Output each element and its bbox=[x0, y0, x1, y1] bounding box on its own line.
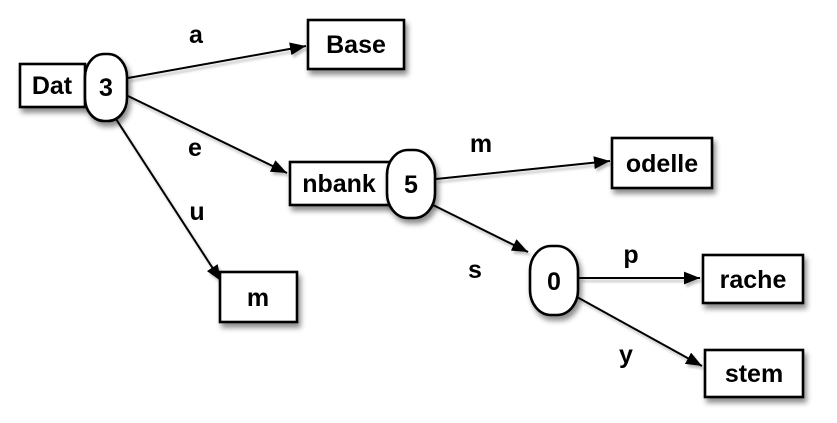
node-nbank: nbank 5 bbox=[288, 148, 437, 220]
node-dat: Dat 3 bbox=[18, 52, 129, 123]
edge-p-label: p bbox=[623, 241, 638, 269]
edge-s-label: s bbox=[468, 256, 482, 284]
node-odelle-box bbox=[610, 136, 714, 190]
node-m-box bbox=[218, 270, 299, 324]
node-zero-badge-label: 0 bbox=[547, 268, 561, 296]
node-odelle-label: odelle bbox=[626, 150, 698, 178]
edge-m-line bbox=[435, 156, 611, 180]
node-nbank-badge bbox=[385, 148, 437, 220]
node-nbank-badge-label: 5 bbox=[404, 171, 418, 199]
edge-y-line bbox=[576, 296, 703, 367]
node-rache-box bbox=[701, 253, 805, 305]
node-rache: rache bbox=[701, 253, 805, 305]
edge-a-line bbox=[127, 42, 307, 79]
edge-y-label: y bbox=[619, 341, 633, 369]
node-dat-label: Dat bbox=[32, 72, 73, 100]
edges-layer bbox=[115, 42, 703, 367]
edge-u-line bbox=[115, 118, 222, 282]
edge-e-label: e bbox=[188, 134, 202, 162]
node-stem: stem bbox=[703, 348, 805, 399]
edge-u-label: u bbox=[189, 198, 204, 226]
node-odelle: odelle bbox=[610, 136, 714, 190]
edge-s-line bbox=[428, 202, 529, 253]
edge-e-line bbox=[127, 95, 288, 174]
node-zero: 0 bbox=[528, 244, 580, 317]
node-m: m bbox=[218, 270, 299, 324]
node-stem-label: stem bbox=[725, 360, 783, 388]
edge-m-label: m bbox=[470, 130, 492, 158]
node-zero-badge bbox=[528, 244, 580, 317]
node-base-label: Base bbox=[326, 31, 386, 59]
node-nbank-label: nbank bbox=[302, 170, 376, 198]
nodes-layer: Dat 3 Base nbank 5 m bbox=[18, 18, 805, 399]
node-base: Base bbox=[306, 18, 406, 71]
node-base-box bbox=[306, 18, 406, 71]
node-dat-badge bbox=[83, 52, 129, 123]
edge-labels-layer: a e u m s p y bbox=[188, 21, 639, 369]
node-nbank-box bbox=[288, 160, 392, 207]
node-dat-box bbox=[18, 62, 87, 109]
node-dat-badge-label: 3 bbox=[99, 74, 113, 102]
node-stem-box bbox=[703, 348, 805, 399]
node-rache-label: rache bbox=[720, 266, 787, 294]
edge-a-label: a bbox=[189, 21, 204, 49]
node-m-label: m bbox=[247, 284, 269, 312]
